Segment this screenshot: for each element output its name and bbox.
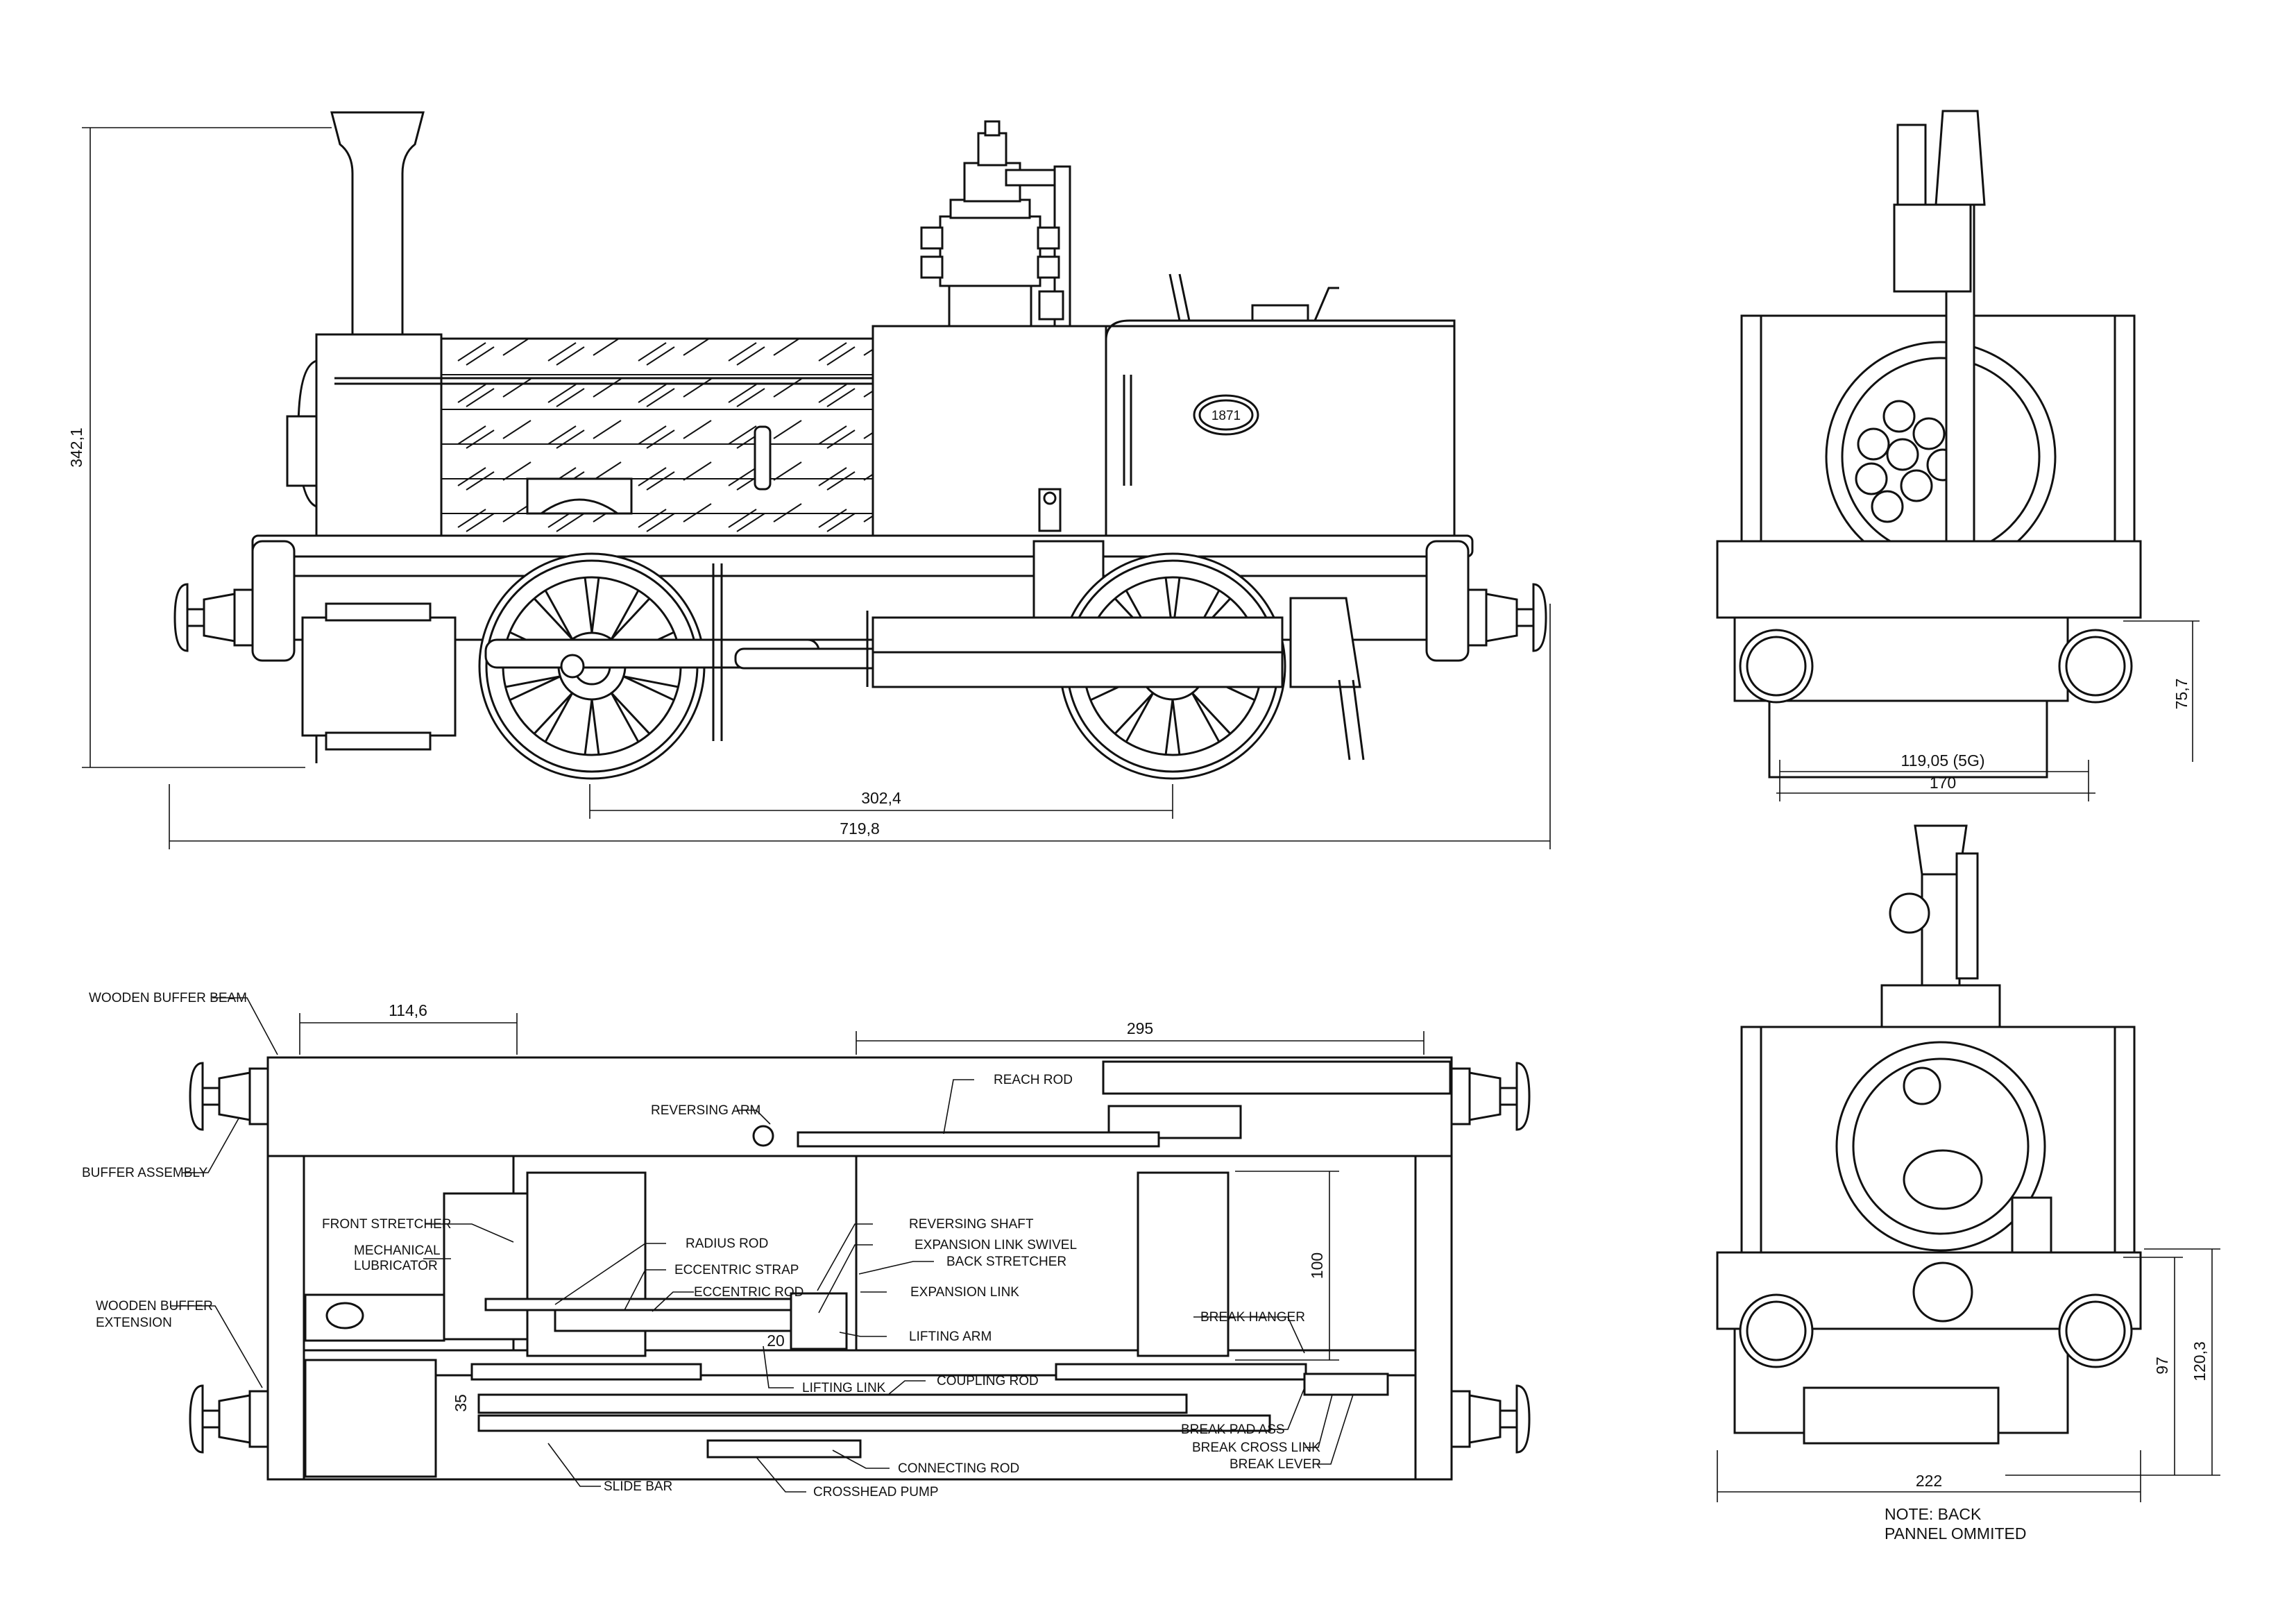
label-slide-bar: SLIDE BAR	[604, 1479, 672, 1494]
label-wooden-buffer-extension-1: WOODEN BUFFER	[96, 1299, 213, 1314]
label-coupling-rod: COUPLING ROD	[937, 1374, 1039, 1388]
plan-dim-35: 35	[452, 1394, 470, 1412]
label-mechanical-lubricator-2: LUBRICATOR	[354, 1259, 438, 1273]
label-lifting-link: LIFTING LINK	[802, 1381, 886, 1395]
cab-tank	[1105, 319, 1456, 537]
label-mechanical-lubricator-1: MECHANICAL	[354, 1243, 441, 1258]
rear-firebox	[1835, 1041, 2046, 1252]
label-connecting-rod: CONNECTING ROD	[898, 1461, 1019, 1476]
label-wooden-buffer-extension-2: EXTENSION	[96, 1316, 172, 1330]
label-crosshead-pump: CROSSHEAD PUMP	[813, 1485, 939, 1499]
label-break-lever: BREAK LEVER	[1230, 1457, 1321, 1472]
label-radius-rod: RADIUS ROD	[686, 1237, 768, 1251]
boiler-barrel	[440, 337, 874, 537]
label-buffer-assembly: BUFFER ASSEMBLY	[82, 1166, 208, 1180]
rear-view: 222 97 120,3 NOTE: BACK PANNEL OMMITED	[1716, 824, 2220, 1543]
front-view: 119,05 (5G) 170 75,7	[1716, 110, 2200, 801]
works-plate-text: 1871	[1211, 409, 1241, 423]
rear-note-line-1: NOTE: BACK	[1885, 1505, 1982, 1523]
label-eccentric-strap: ECCENTRIC STRAP	[674, 1263, 799, 1277]
label-break-hanger: BREAK HANGER	[1200, 1310, 1305, 1325]
firebox	[871, 325, 1107, 537]
label-expansion-link-swivel: EXPANSION LINK SWIVEL	[915, 1238, 1077, 1252]
smokebox	[315, 333, 443, 537]
front-gauge-dim: 119,05 (5G)	[1900, 751, 1984, 770]
label-lifting-arm: LIFTING ARM	[909, 1329, 992, 1344]
side-wheelbase-dim: 302,4	[861, 789, 901, 807]
plan-dim-20: 20	[767, 1332, 785, 1350]
label-front-stretcher: FRONT STRETCHER	[322, 1217, 451, 1232]
label-reversing-shaft: REVERSING SHAFT	[909, 1217, 1034, 1232]
rear-dim-97: 97	[2153, 1357, 2171, 1375]
label-wooden-buffer-beam: WOODEN BUFFER BEAM	[89, 991, 247, 1005]
side-length-dim: 719,8	[840, 819, 880, 838]
front-width-dim: 170	[1930, 774, 1956, 792]
plan-front-dim: 114,6	[389, 1001, 427, 1019]
running-board	[251, 534, 1474, 558]
rear-note-line-2: PANNEL OMMITED	[1885, 1524, 2026, 1543]
plan-rear-dim: 295	[1127, 1019, 1153, 1037]
side-elevation: 1871	[67, 111, 1551, 849]
label-expansion-link: EXPANSION LINK	[910, 1285, 1019, 1300]
side-dimensions	[82, 127, 1551, 849]
label-eccentric-rod: ECCENTRIC ROD	[694, 1285, 803, 1300]
chimney	[330, 111, 425, 336]
dome-cluster	[920, 120, 1071, 328]
rear-dim-120: 120,3	[2191, 1341, 2209, 1382]
rear-width-dim: 222	[1916, 1472, 1942, 1490]
front-axle-dim: 75,7	[2172, 679, 2191, 710]
side-height-dim: 342,1	[67, 427, 85, 468]
label-break-cross-link: BREAK CROSS LINK	[1192, 1441, 1320, 1455]
plan-view: 114,6 295 100 20 35	[82, 991, 1531, 1499]
plan-width-dim: 100	[1308, 1252, 1326, 1279]
works-plate	[1193, 394, 1259, 436]
label-break-pad-ass: BREAK PAD ASS	[1181, 1422, 1285, 1437]
label-back-stretcher: BACK STRETCHER	[946, 1255, 1066, 1269]
label-reversing-arm: REVERSING ARM	[651, 1103, 760, 1118]
label-reach-rod: REACH ROD	[994, 1073, 1073, 1087]
